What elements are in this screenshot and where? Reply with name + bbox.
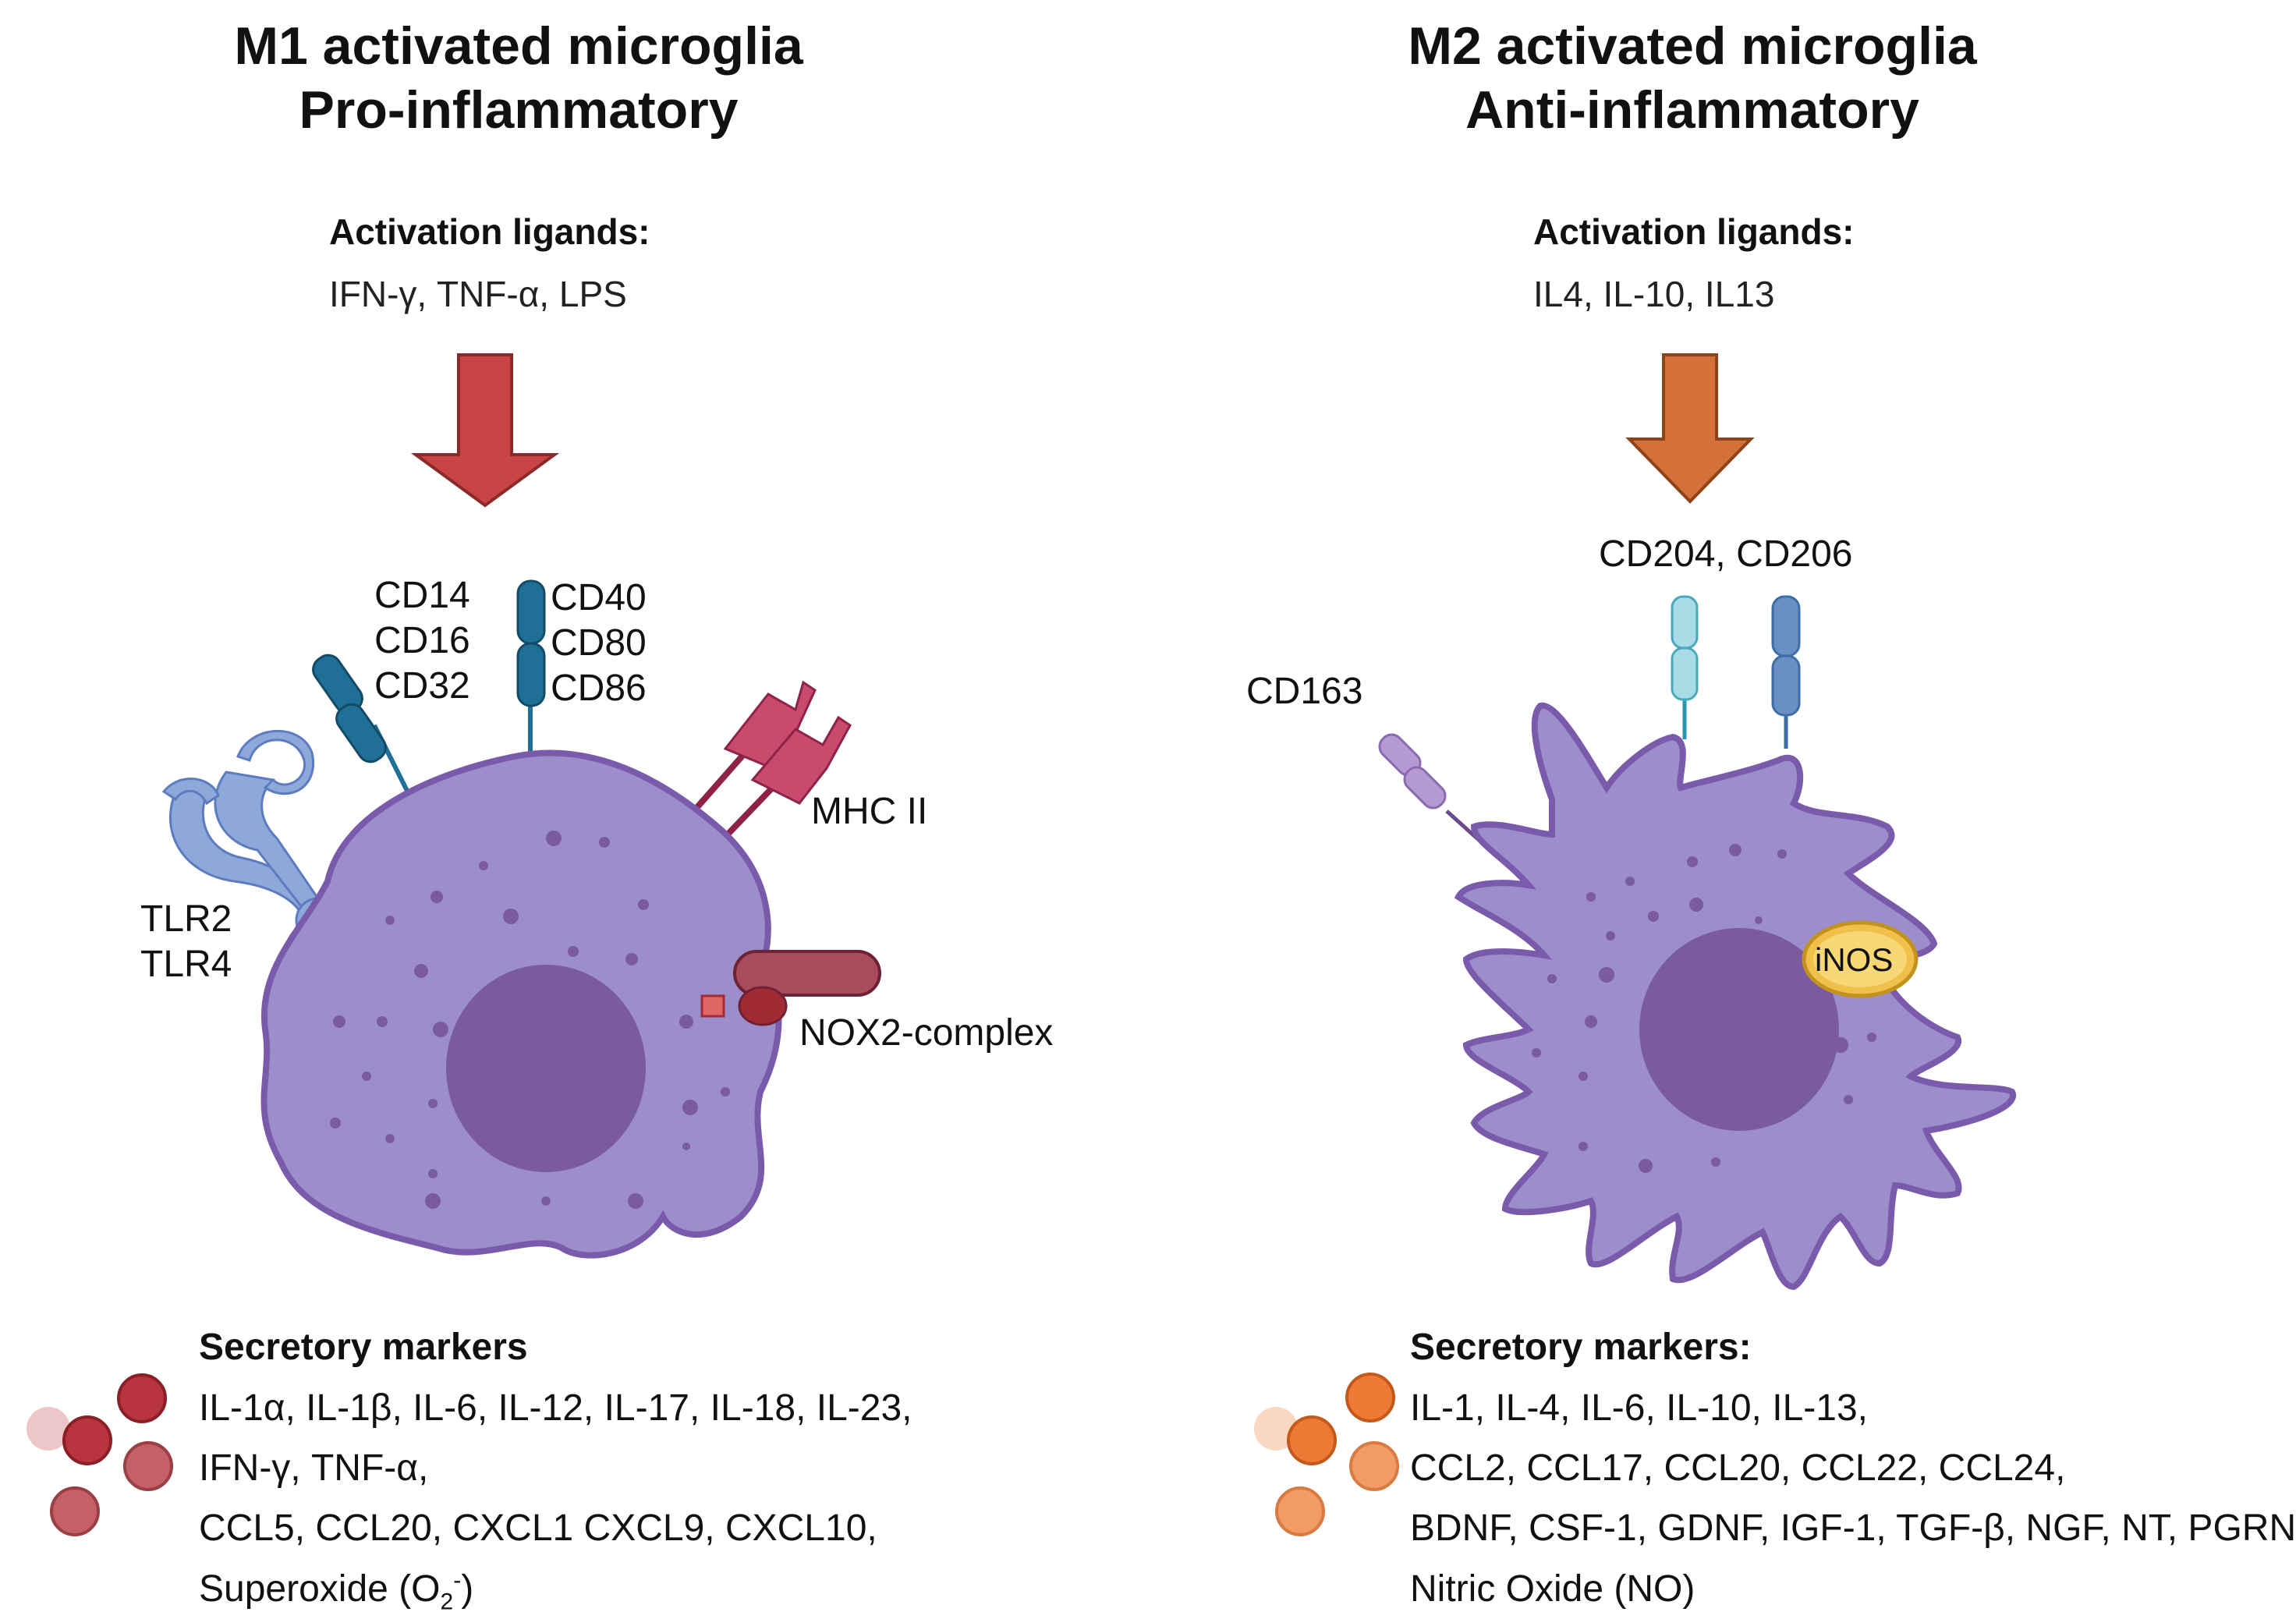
m1-title: M1 activated microglia Pro-inflammatory	[172, 14, 866, 142]
m2-secretory-dots	[1254, 1373, 1399, 1536]
m1-secretory-line-3: CCL5, CCL20, CXCL1 CXCL9, CXCL10,	[199, 1507, 877, 1549]
m2-title-line1: M2 activated microglia	[1408, 16, 1977, 76]
m1-ligands-heading: Activation ligands:	[329, 211, 650, 252]
m2-ligands: IL4, IL-10, IL13	[1533, 274, 1775, 314]
label-cd40: CD40	[551, 577, 647, 618]
m1-superoxide: Superoxide (O2-)	[199, 1568, 473, 1616]
m2-secretory-line-3: BDNF, CSF-1, GDNF, IGF-1, TGF-β, NGF, NT…	[1410, 1507, 2296, 1549]
cd163-receptor	[1378, 733, 1487, 848]
cd204-receptor	[1671, 595, 1699, 739]
cd206-receptor	[1771, 595, 1801, 749]
m2-ligands-heading: Activation ligands:	[1533, 211, 1855, 252]
m2-secretory-line-4: Nitric Oxide (NO)	[1410, 1568, 1695, 1610]
label-mhc-ii: MHC II	[811, 791, 928, 832]
label-cd80: CD80	[551, 622, 647, 664]
label-inos: iNOS	[1815, 941, 1894, 978]
m2-title-line2: Anti-inflammatory	[1465, 80, 1919, 140]
label-cd163: CD163	[1246, 671, 1363, 712]
inos-organelle	[1802, 920, 1919, 998]
m1-title-line1: M1 activated microglia	[234, 16, 803, 76]
m1-superoxide-text: Superoxide (O	[199, 1568, 441, 1610]
m1-secretory-dots	[27, 1373, 173, 1536]
m1-secretory-heading: Secretory markers	[199, 1327, 528, 1368]
m1-secretory-line-2: IFN-γ, TNF-α,	[199, 1447, 429, 1489]
m2-nucleus	[1639, 928, 1839, 1131]
m1-cytoplasm-granules	[330, 831, 730, 1209]
m1-superoxide-sup: -	[453, 1568, 462, 1593]
cd14-cd16-cd32-receptor	[312, 654, 412, 797]
m1-superoxide-close: )	[461, 1568, 474, 1610]
label-cd32: CD32	[374, 665, 470, 707]
m2-activation-arrow	[1625, 353, 1755, 504]
m2-cytoplasm-granules	[1532, 844, 1876, 1173]
label-cd16: CD16	[374, 620, 470, 661]
nox2-complex	[700, 950, 881, 1026]
m1-secretory-line-1: IL-1α, IL-1β, IL-6, IL-12, IL-17, IL-18,…	[199, 1387, 912, 1429]
cd40-cd80-cd86-receptor	[516, 579, 546, 753]
label-cd14-cd16-cd32: CD14 CD16 CD32	[374, 573, 470, 709]
m1-activation-arrow	[410, 353, 560, 508]
m2-title: M2 activated microglia Anti-inflammatory	[1341, 14, 2043, 142]
label-tlr2: TLR2	[140, 898, 232, 940]
m2-secretory-heading: Secretory markers:	[1410, 1327, 1752, 1368]
mhc-ii-receptor	[660, 680, 852, 876]
label-cd40-cd80-cd86: CD40 CD80 CD86	[551, 576, 647, 711]
m2-secretory-line-1: IL-1, IL-4, IL-6, IL-10, IL-13,	[1410, 1387, 1868, 1429]
label-cd86: CD86	[551, 668, 647, 709]
m1-superoxide-sub: 2	[440, 1589, 454, 1615]
m1-ligands: IFN-γ, TNF-α, LPS	[329, 274, 627, 314]
m2-secretory-line-2: CCL2, CCL17, CCL20, CCL22, CCL24,	[1410, 1447, 2066, 1489]
label-cd204-cd206: CD204, CD206	[1599, 533, 1853, 575]
m1-title-line2: Pro-inflammatory	[299, 80, 739, 140]
m1-nucleus	[446, 965, 646, 1172]
label-tlr: TLR2 TLR4	[140, 897, 232, 987]
label-tlr4: TLR4	[140, 944, 232, 985]
label-cd14: CD14	[374, 575, 470, 616]
label-nox2-complex: NOX2-complex	[799, 1012, 1054, 1054]
